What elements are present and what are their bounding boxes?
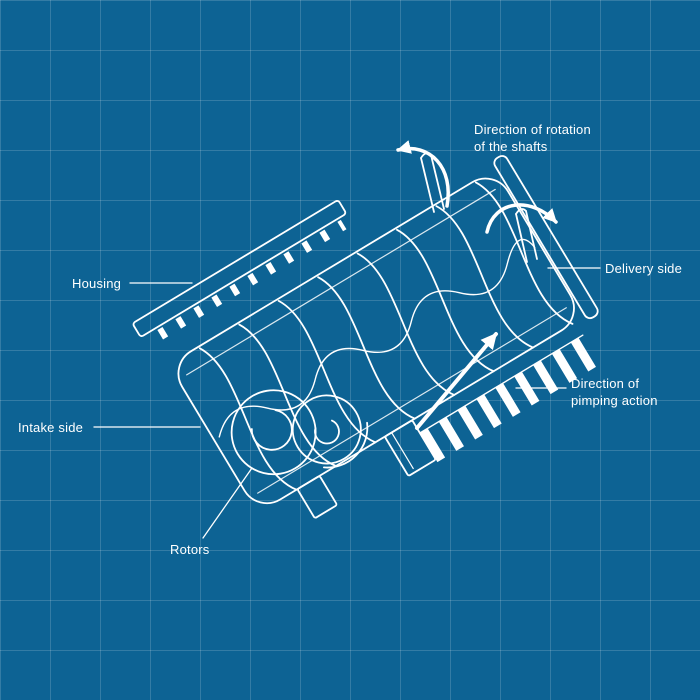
rotor-mesh-line — [218, 238, 536, 438]
delivery-fins — [419, 335, 601, 463]
label-direction-of-pumping: Direction of pimping action — [571, 376, 658, 408]
rotation-arrow-left-icon — [396, 140, 450, 208]
housing-outline — [177, 177, 575, 505]
rotors-leader-line — [202, 467, 253, 539]
mounting-flange-plate — [132, 200, 347, 337]
label-housing: Housing — [72, 276, 122, 291]
leader-lines — [93, 267, 601, 539]
pumping-arrow-icon — [415, 332, 498, 430]
rotor-end-faces — [230, 389, 369, 476]
flange-fins — [157, 219, 347, 340]
machine-body — [132, 155, 601, 519]
housing-bore-line-bottom — [257, 307, 567, 494]
delivery-fins-rail — [419, 334, 584, 434]
label-delivery-side: Delivery side — [605, 261, 683, 276]
label-direction-of-rotation: Direction of rotation of the shafts — [474, 122, 591, 154]
shaft-right — [515, 208, 538, 263]
shaft-left — [420, 152, 445, 213]
delivery-end-flange — [493, 155, 599, 320]
label-intake-side: Intake side — [18, 420, 84, 435]
label-rotors: Rotors — [170, 542, 210, 557]
housing-bore-line-top — [186, 188, 496, 376]
rotation-arrow-right-icon — [485, 203, 558, 234]
mounting-feet — [297, 420, 437, 519]
rotor-flights — [198, 181, 574, 491]
